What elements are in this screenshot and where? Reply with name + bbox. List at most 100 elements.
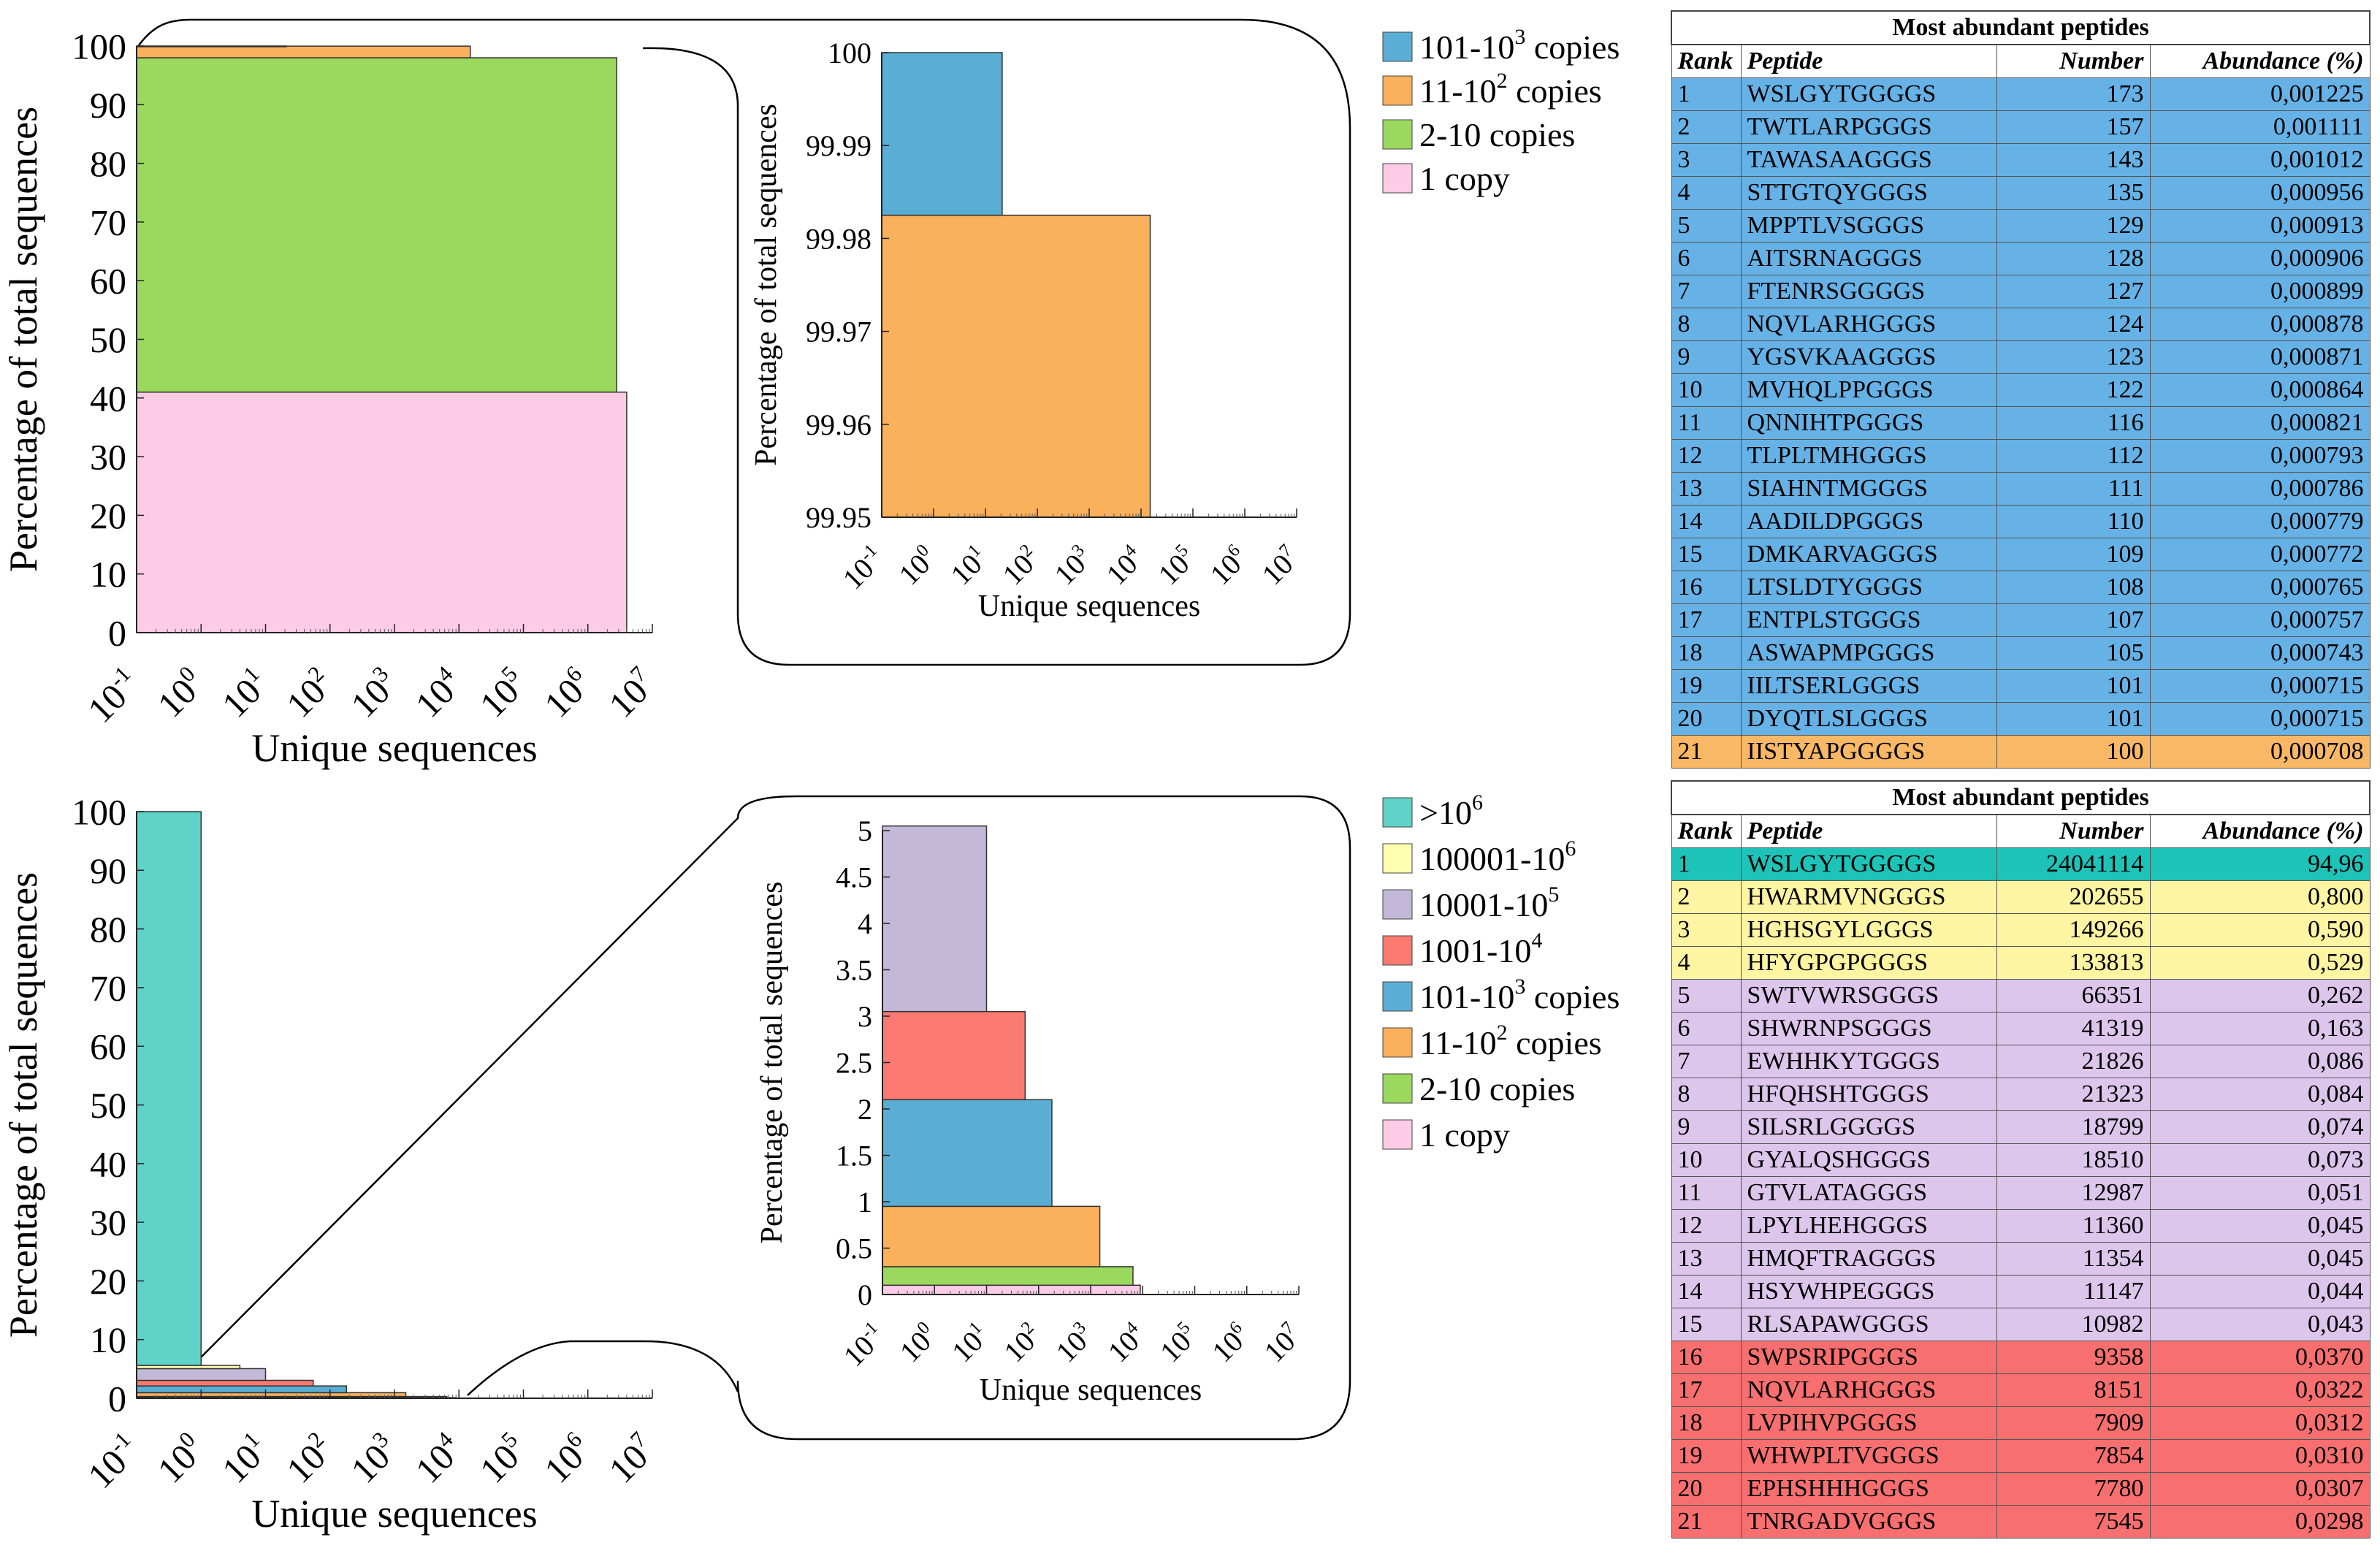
x-tick-label: 106 (535, 1427, 599, 1491)
table-cell-peptide: WSLGYTGGGGS (1740, 77, 1997, 111)
table-cell-rank: 6 (1671, 1012, 1742, 1045)
table-cell-peptide: ASWAPMPGGGS (1740, 636, 1997, 670)
table-cell-number: 135 (1996, 176, 2151, 210)
legend-swatch (1382, 797, 1413, 828)
table-cell-rank: 2 (1671, 880, 1742, 914)
x-tick-label: 104 (1099, 540, 1151, 591)
x-tick-label: 107 (599, 1427, 663, 1491)
table-cell-abundance: 0,0307 (2149, 1472, 2371, 1506)
table-cell-rank: 7 (1671, 1045, 1742, 1078)
legend-base: 2-10 copies (1419, 1070, 1575, 1107)
legend-exponent: 4 (1531, 929, 1542, 953)
table-cell-abundance: 0,0322 (2149, 1373, 2371, 1407)
bar-top-left-2 (136, 45, 471, 58)
legend-label: 11-102 copies (1419, 1021, 1602, 1061)
legend-swatch (1382, 981, 1413, 1012)
legend-swatch (1382, 889, 1413, 920)
legend-tail: copies (1525, 978, 1620, 1015)
legend-tail: copies (1508, 72, 1602, 110)
table-cell-peptide: HFYGPGPGGGS (1740, 946, 1997, 980)
table-cell-rank: 6 (1671, 242, 1742, 275)
table-cell-number: 133813 (1996, 946, 2151, 980)
table-cell-number: 11147 (1996, 1275, 2151, 1308)
legend-label: 11-102 copies (1419, 69, 1602, 110)
table-cell-abundance: 0,000772 (2149, 538, 2371, 571)
y-tick-label: 80 (90, 909, 126, 950)
legend-tail: copies (1508, 1024, 1602, 1061)
table-cell-peptide: DYQTLSLGGGS (1740, 702, 1997, 736)
table-cell-rank: 5 (1671, 979, 1742, 1013)
table-cell-peptide: MVHQLPPGGGS (1740, 373, 1997, 407)
y-tick-label: 20 (90, 1261, 126, 1302)
table-cell-rank: 17 (1671, 1373, 1742, 1407)
bar-top-left-3 (136, 45, 287, 47)
legend-label: 1001-104 (1419, 929, 1542, 969)
y-tick-label: 99.97 (806, 316, 871, 348)
table-cell-abundance: 0,000906 (2149, 242, 2371, 275)
table-cell-rank: 2 (1671, 110, 1742, 144)
table-cell-abundance: 0,590 (2149, 913, 2371, 947)
legend-swatch (1382, 1119, 1413, 1150)
table-cell-rank: 9 (1671, 1110, 1742, 1144)
table-cell-peptide: HGHSGYLGGGS (1740, 913, 1997, 947)
table-cell-number: 101 (1996, 669, 2151, 703)
table-cell-number: 66351 (1996, 979, 2151, 1013)
legend-swatch (1382, 1073, 1413, 1104)
y-tick-label: 70 (90, 202, 126, 243)
legend-base: 10001-10 (1419, 886, 1548, 923)
table-cell-peptide: LTSLDTYGGGS (1740, 571, 1997, 604)
legend-swatch (1382, 75, 1413, 106)
table-cell-peptide: TNRGADVGGGS (1740, 1505, 1997, 1539)
table-cell-rank: 4 (1671, 176, 1742, 210)
legend-swatch (1382, 31, 1413, 62)
table-cell-abundance: 0,163 (2149, 1012, 2371, 1045)
table-cell-peptide: EPHSHHHGGGS (1740, 1472, 1997, 1506)
x-tick-label: 101 (945, 1318, 996, 1369)
x-axis-label: Unique sequences (978, 590, 1200, 623)
table-cell-rank: 1 (1671, 77, 1742, 111)
table-cell-abundance: 0,043 (2149, 1308, 2371, 1341)
table-cell-peptide: QNNIHTPGGGS (1740, 406, 1997, 440)
y-tick-label: 40 (90, 378, 126, 419)
bar-bottom-inset-2 (882, 1205, 1101, 1267)
y-tick-label: 10 (90, 1319, 126, 1360)
y-tick-label: 0 (858, 1278, 872, 1311)
table-cell-peptide: WSLGYTGGGGS (1740, 847, 1997, 881)
table-cell-number: 105 (1996, 636, 2151, 670)
table-cell-rank: 8 (1671, 308, 1742, 341)
table-cell-number: 109 (1996, 538, 2151, 571)
table-cell-number: 100 (1996, 735, 2151, 769)
table-header-cell: Abundance (%) (2149, 814, 2371, 848)
table-cell-abundance: 0,074 (2149, 1110, 2371, 1144)
legend-exponent: 2 (1497, 1021, 1508, 1045)
table-cell-abundance: 0,0312 (2149, 1406, 2371, 1440)
table-cell-rank: 14 (1671, 505, 1742, 538)
table-cell-abundance: 0,001111 (2149, 110, 2371, 144)
table-cell-rank: 18 (1671, 1406, 1742, 1440)
y-tick-label: 1 (858, 1186, 872, 1219)
legend-base: 1 copy (1419, 160, 1510, 197)
table-cell-rank: 13 (1671, 472, 1742, 506)
y-tick-label: 50 (90, 319, 126, 360)
x-tick-label: 102 (996, 541, 1047, 592)
table-cell-number: 123 (1996, 340, 2151, 374)
table-cell-abundance: 0,0370 (2149, 1341, 2371, 1374)
table-cell-abundance: 94,96 (2149, 847, 2371, 881)
